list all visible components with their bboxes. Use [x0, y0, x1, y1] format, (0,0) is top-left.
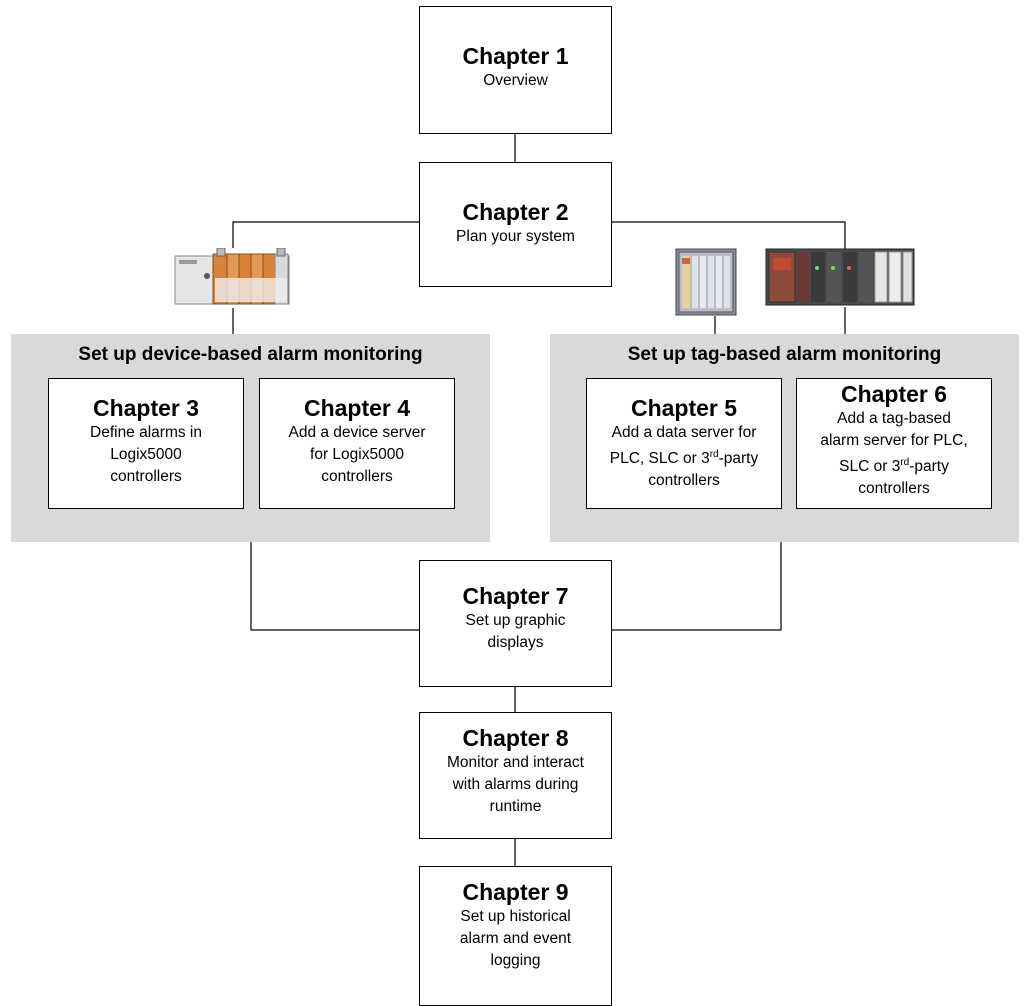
chapter-2-box: Chapter 2 Plan your system — [419, 162, 612, 287]
plc5-chassis-icon — [675, 248, 737, 316]
chapter-2-desc: Plan your system — [456, 228, 575, 245]
chapter-9-box: Chapter 9 Set up historical alarm and ev… — [419, 866, 612, 1006]
chapter-8-title: Chapter 8 — [462, 725, 569, 751]
chapter-6-title: Chapter 6 — [840, 381, 948, 407]
chapter-5-title: Chapter 5 — [630, 395, 738, 421]
chapter-7-title: Chapter 7 — [462, 583, 569, 609]
chapter-3-title: Chapter 3 — [92, 395, 200, 421]
chapter-2-title: Chapter 2 — [462, 199, 569, 225]
chapter-6-desc-sup: rd — [900, 457, 910, 468]
chapter-6-desc-post: -party controllers — [858, 458, 949, 498]
chapter-6-desc: Add a tag-based alarm server for PLC, SL… — [797, 408, 991, 500]
device-based-group-title: Set up device-based alarm monitoring — [78, 344, 423, 365]
chapter-5-desc: Add a data server for PLC, SLC or 3rd-pa… — [587, 422, 781, 492]
tag-based-group: Set up tag-based alarm monitoring Chapte… — [550, 334, 1019, 542]
chapter-4-box: Chapter 4 Add a device server for Logix5… — [259, 378, 455, 509]
tag-based-group-title: Set up tag-based alarm monitoring — [627, 344, 942, 365]
chapter-1-title: Chapter 1 — [462, 43, 569, 69]
chapter-5-desc-post: -party controllers — [648, 450, 759, 490]
chapter-6-desc-pre: Add a tag-based alarm server for PLC, SL… — [820, 410, 968, 476]
chapter-3-box: Chapter 3 Define alarms in Logix5000 con… — [48, 378, 244, 509]
chapter-5-desc-sup: rd — [709, 449, 719, 460]
chapter-1-desc: Overview — [483, 72, 548, 89]
chapter-7-desc: Set up graphic displays — [465, 612, 566, 651]
chapter-3-desc: Define alarms in Logix5000 controllers — [90, 424, 202, 485]
chapter-5-desc-pre: Add a data server for PLC, SLC or 3 — [609, 424, 757, 468]
chapter-8-desc: Monitor and interact with alarms during … — [447, 754, 584, 815]
chapter-4-title: Chapter 4 — [303, 395, 411, 421]
chapter-1-box: Chapter 1 Overview — [419, 6, 612, 134]
chapter-4-desc: Add a device server for Logix5000 contro… — [288, 424, 426, 485]
chapter-5-box: Chapter 5 Add a data server for PLC, SLC… — [586, 378, 782, 509]
slc500-chassis-icon — [765, 248, 915, 306]
controllogix-chassis-icon — [174, 248, 290, 305]
chapter-9-title: Chapter 9 — [462, 879, 569, 905]
chapter-8-box: Chapter 8 Monitor and interact with alar… — [419, 712, 612, 839]
device-based-group: Set up device-based alarm monitoring Cha… — [11, 334, 490, 542]
chapter-7-box: Chapter 7 Set up graphic displays — [419, 560, 612, 687]
chapter-9-desc: Set up historical alarm and event loggin… — [459, 908, 572, 969]
chapter-6-box: Chapter 6 Add a tag-based alarm server f… — [796, 378, 992, 509]
